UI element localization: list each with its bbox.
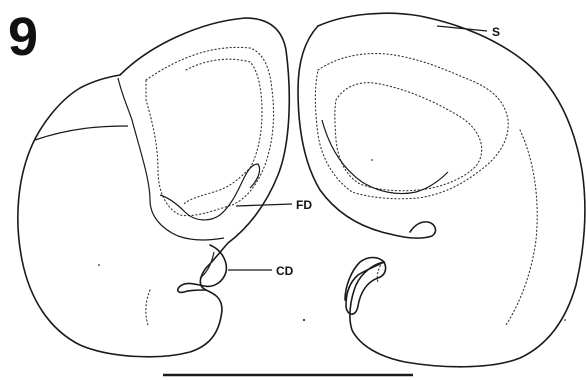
speck	[371, 159, 373, 161]
label-cd: CD	[276, 264, 294, 278]
right-fascia-dentata-edge	[322, 120, 448, 194]
right-outer-dotted	[506, 130, 537, 325]
left-inner-dotted-inner	[184, 59, 262, 204]
right-inner-dotted-inner	[335, 83, 482, 191]
speck	[303, 319, 305, 321]
left-inner-dotted-outer	[146, 47, 274, 215]
right-duct-hook	[346, 262, 386, 314]
label-fd: FD	[296, 198, 312, 212]
left-lobe-fold	[35, 126, 128, 140]
left-duct-hook	[178, 245, 227, 292]
speck	[564, 319, 566, 321]
left-lobe	[18, 18, 289, 357]
left-lower-dots	[146, 290, 150, 325]
left-lobe-outline	[18, 18, 289, 357]
right-lobe	[298, 13, 585, 367]
right-inner-dotted-outer	[315, 54, 508, 199]
left-lobe-inner-rim	[118, 78, 224, 240]
label-s: S	[492, 25, 500, 39]
speck	[98, 264, 100, 266]
right-lobe-outline	[318, 13, 585, 367]
right-lobe-upper-edge	[298, 26, 435, 238]
